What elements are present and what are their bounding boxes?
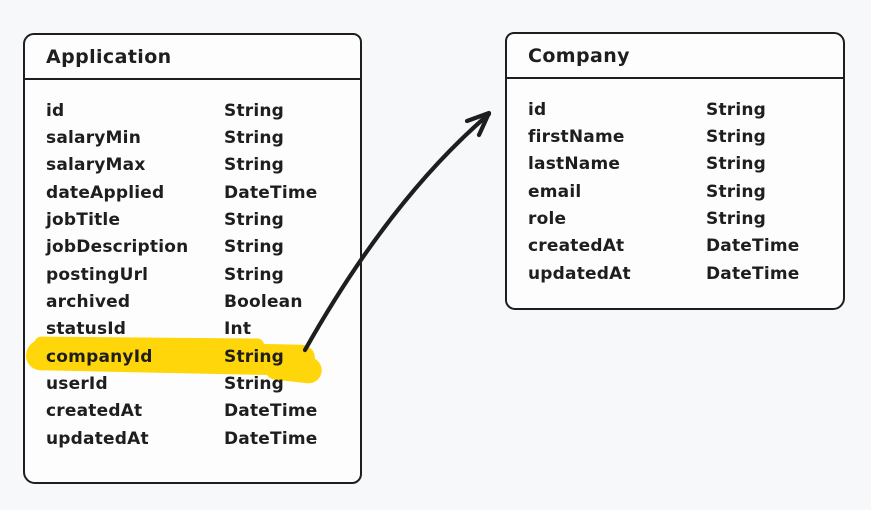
field-name: postingUrl (46, 264, 149, 285)
field-type: String (706, 181, 767, 202)
field-type: String (224, 128, 285, 149)
field-name: createdAt (46, 401, 143, 422)
field-type: String (706, 154, 767, 175)
field-type: String (706, 127, 767, 148)
field-name: salaryMax (46, 155, 146, 176)
field-name: role (528, 209, 567, 230)
entity-application-title: Application (46, 45, 172, 68)
field-name: salaryMin (46, 128, 142, 149)
field-row: id String (25, 97, 360, 124)
field-row: firstName String (507, 123, 843, 150)
field-type: String (706, 209, 767, 230)
field-row: lastName String (507, 151, 843, 178)
field-name: createdAt (528, 236, 625, 257)
field-type: String (706, 99, 767, 120)
field-type: String (224, 346, 285, 367)
field-row: email String (507, 178, 843, 205)
field-name: statusId (46, 319, 127, 340)
field-row: createdAt DateTime (507, 233, 843, 260)
field-row: postingUrl String (25, 261, 360, 288)
field-name: email (528, 181, 582, 202)
field-name: updatedAt (46, 428, 149, 449)
field-type: String (224, 100, 285, 121)
field-name: firstName (528, 127, 625, 148)
field-name: lastName (528, 154, 621, 175)
field-row: archived Boolean (25, 288, 360, 315)
entity-company-title: Company (528, 44, 630, 67)
field-type: DateTime (224, 401, 318, 422)
field-name: dateApplied (46, 182, 165, 203)
field-row: statusId Int (25, 316, 360, 343)
field-type: DateTime (706, 263, 800, 284)
entity-company-header: Company (507, 34, 843, 79)
field-row: jobDescription String (25, 234, 360, 261)
field-name: id (528, 99, 547, 120)
field-type: DateTime (224, 182, 318, 203)
field-row: updatedAt DateTime (25, 425, 360, 452)
field-type: String (224, 264, 285, 285)
field-name: id (46, 100, 65, 121)
field-row: id String (507, 96, 843, 123)
field-name: jobTitle (46, 210, 121, 231)
field-row: userId String (25, 370, 360, 397)
field-name: userId (46, 374, 108, 395)
field-row: createdAt DateTime (25, 398, 360, 425)
field-name: jobDescription (46, 237, 189, 258)
field-type: Boolean (224, 292, 303, 313)
field-type: DateTime (224, 428, 318, 449)
field-type: String (224, 210, 285, 231)
field-row-companyid-highlighted: companyId String (25, 343, 360, 370)
relation-arrow-shaft (302, 111, 492, 353)
field-row: updatedAt DateTime (507, 260, 843, 287)
field-type: String (224, 155, 285, 176)
field-name: archived (46, 292, 131, 313)
field-row: salaryMax String (25, 152, 360, 179)
field-type: String (224, 374, 285, 395)
field-row: role String (507, 205, 843, 232)
field-name: companyId (46, 346, 153, 367)
field-type: String (224, 237, 285, 258)
entity-application-header: Application (25, 35, 360, 80)
field-row: jobTitle String (25, 206, 360, 233)
field-type: DateTime (706, 236, 800, 257)
field-row: salaryMin String (25, 124, 360, 151)
field-type: Int (224, 319, 252, 340)
relation-arrowhead-icon (464, 110, 492, 138)
field-name: updatedAt (528, 263, 631, 284)
field-row: dateApplied DateTime (25, 179, 360, 206)
